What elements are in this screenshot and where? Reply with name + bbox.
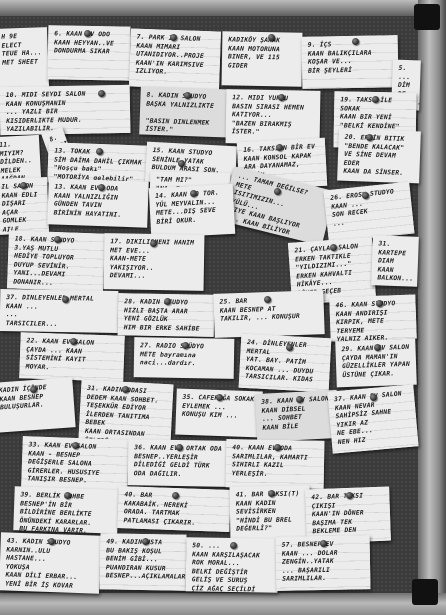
- push-pin: [376, 300, 383, 307]
- index-card-10: 11. MIYIM? DİLDEN.. MELEK AAĞDAN: [0, 134, 42, 182]
- push-pin: [30, 386, 37, 393]
- push-pin: [170, 34, 177, 41]
- push-pin: [216, 394, 223, 401]
- push-pin: [330, 244, 337, 251]
- push-pin: [346, 492, 353, 499]
- push-pin: [230, 542, 237, 549]
- push-pin: [64, 492, 71, 499]
- push-pin: [362, 192, 369, 199]
- push-pin: [370, 394, 377, 401]
- index-card-26: 37. DINLEYENLER MERTAL KAAN ... ... TARS…: [0, 288, 119, 334]
- index-card-32: 24. DİNLEYENLER MERTAL YAT. BAY. PATİM K…: [238, 333, 332, 393]
- push-pin: [184, 92, 191, 99]
- push-pin: [278, 94, 285, 101]
- index-card-6: 10. MIDI SEYDI SALON KAAN KONUŞMANIN ...…: [0, 84, 131, 136]
- push-pin: [268, 34, 275, 41]
- index-card-0: H 9E ELECT TEUE HA... MET SHEET: [0, 27, 50, 89]
- push-pin: [122, 386, 129, 393]
- index-card-34: KADIN İÇİNDE KAAN BESNEP BULUŞURLAR.: [0, 377, 76, 433]
- push-pin: [150, 240, 157, 247]
- index-card-15: 20. ERKİN BITIK "BENDE KALACAK" VE SİNE …: [337, 128, 421, 184]
- frame-corner-bottom-right: [412, 579, 438, 605]
- push-pin: [372, 96, 379, 103]
- push-pin: [142, 538, 149, 545]
- index-card-4: 9. İÇS KAAN BALIKÇILARA KOŞAR VE... BİR …: [301, 35, 399, 89]
- push-pin: [352, 38, 359, 45]
- push-pin: [172, 492, 179, 499]
- push-pin: [320, 540, 327, 547]
- push-pin: [176, 444, 183, 451]
- push-pin: [98, 90, 105, 97]
- push-pin: [84, 30, 91, 37]
- push-pin: [286, 344, 293, 351]
- push-pin: [276, 144, 283, 151]
- index-card-21: 26. EROSK STUDYO KAAN ... SON RECEK ...: [323, 181, 415, 243]
- index-card-29: 46. KAAN STUDYO KAAN ANDIRIŞI KIRPIK, ME…: [329, 294, 417, 342]
- index-card-25: 31. KARTEPE DIAM KAAN BALKON...: [371, 235, 419, 287]
- push-pin: [296, 396, 303, 403]
- board-frame-top: [0, 0, 446, 16]
- push-pin: [274, 188, 281, 195]
- push-pin: [96, 148, 103, 155]
- push-pin: [72, 442, 79, 449]
- push-pin: [20, 182, 27, 189]
- push-pin: [274, 444, 281, 451]
- push-pin: [268, 490, 275, 497]
- board-frame-right: [418, 0, 446, 615]
- frame-corner-top-right: [414, 4, 440, 30]
- index-card-3: KADIKÖY ŞAKAK KAAN MOTORUNA BINER, VE 11…: [221, 31, 303, 87]
- push-pin: [366, 134, 373, 141]
- push-pin: [178, 160, 185, 167]
- board-frame-bottom: [0, 593, 446, 615]
- push-pin: [62, 296, 69, 303]
- push-pin: [190, 190, 197, 197]
- push-pin: [164, 298, 171, 305]
- push-pin: [54, 236, 61, 243]
- index-card-8: 12. MIDI YURDU BASIN SIRASI HEMEN KATIYO…: [225, 89, 321, 145]
- push-pin: [70, 338, 77, 345]
- push-pin: [182, 342, 189, 349]
- push-pin: [98, 184, 105, 191]
- push-pin: [264, 296, 271, 303]
- push-pin: [374, 344, 381, 351]
- push-pin: [48, 538, 55, 545]
